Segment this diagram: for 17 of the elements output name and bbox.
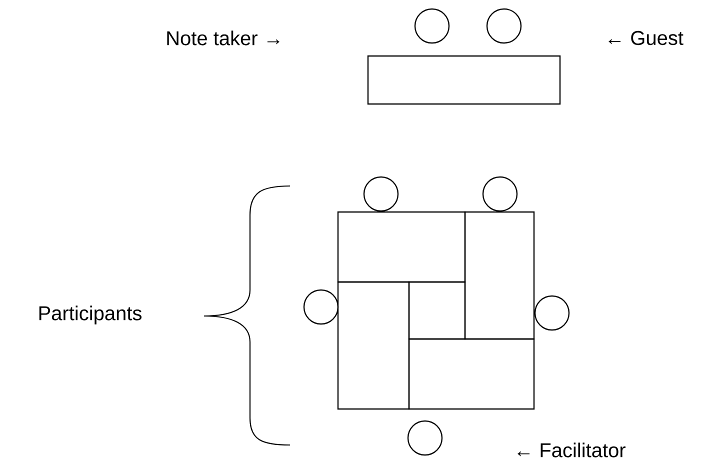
chair-circle xyxy=(482,176,518,212)
table-box xyxy=(337,211,466,283)
table-box xyxy=(337,281,410,410)
chair-circle xyxy=(534,295,570,331)
seat-label: Participants xyxy=(39,306,142,324)
chair-circle xyxy=(363,176,399,212)
chair-circle xyxy=(414,8,450,44)
chair-circle xyxy=(303,289,339,325)
table-box xyxy=(464,211,535,340)
chair-circle xyxy=(407,420,443,456)
table-box xyxy=(408,281,466,340)
seat-label: Note taker → xyxy=(167,30,280,46)
chair-circle xyxy=(486,8,522,44)
table-box xyxy=(408,338,535,410)
seat-label: ← Guest xyxy=(608,30,684,46)
seat-label: ← Facilitator xyxy=(518,442,626,458)
table-box xyxy=(367,55,561,105)
